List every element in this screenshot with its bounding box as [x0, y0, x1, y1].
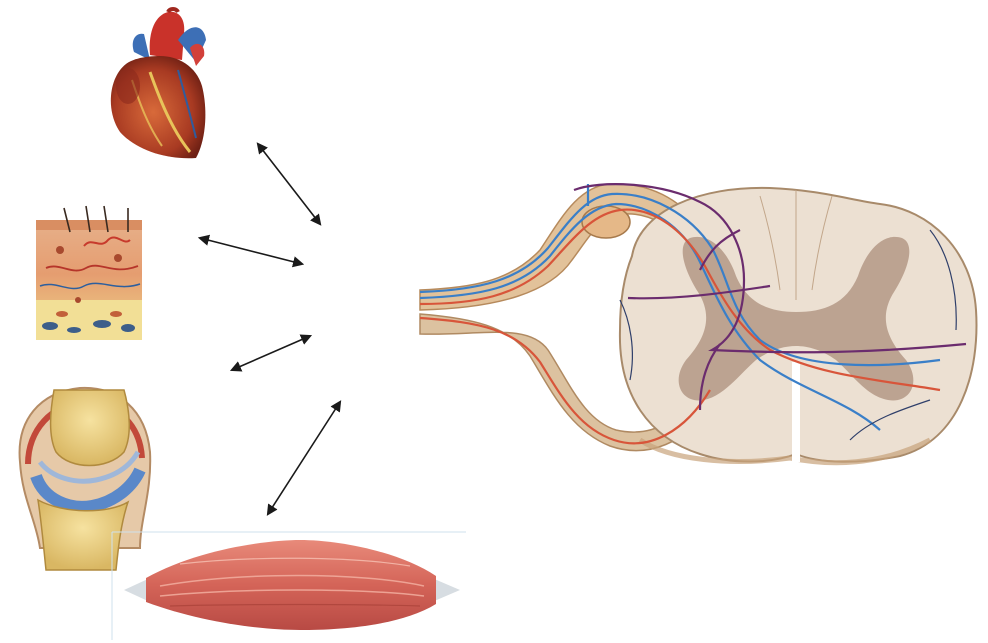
skin-icon: [36, 206, 142, 340]
skin-connector-arrow: [200, 238, 302, 264]
heart-connector-arrow: [258, 144, 320, 224]
connector-arrows: [200, 144, 340, 514]
joint-connector-arrow: [232, 336, 310, 370]
heart-icon: [111, 9, 206, 158]
muscle-icon: [112, 532, 466, 640]
joint-icon: [20, 388, 151, 570]
spinal-cord-icon: [420, 184, 976, 463]
muscle-connector-arrow: [268, 402, 340, 514]
